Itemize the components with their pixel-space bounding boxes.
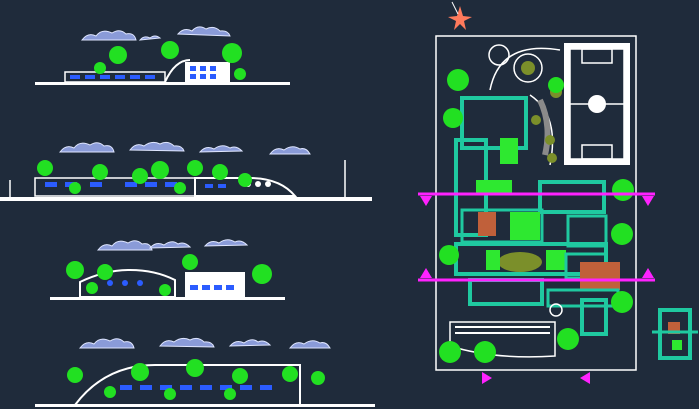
- elevation-1-roof-curve: [164, 59, 191, 83]
- cloud: [198, 145, 244, 153]
- elevation-4-trees: [67, 359, 325, 400]
- cloud: [58, 142, 115, 153]
- cloud: [138, 35, 162, 41]
- elevation-1-building-right: [185, 62, 230, 82]
- elevation-1-clouds: [80, 26, 231, 41]
- elevation-3-building-curved: [79, 268, 176, 298]
- elevation-1: [35, 26, 290, 85]
- elevation-3-clouds: [96, 239, 249, 251]
- cloud: [288, 340, 331, 349]
- elevation-4-ground-line: [35, 404, 375, 407]
- cloud: [176, 26, 231, 37]
- cloud: [159, 337, 215, 348]
- circular-plaza: [488, 44, 561, 166]
- detail-module: [652, 308, 698, 360]
- soccer-field: [564, 43, 630, 165]
- elevation-2-ground-line: [0, 197, 372, 201]
- section-arrow-icon: [482, 372, 492, 384]
- entrance-markings: [455, 326, 550, 334]
- elevation-1-ground-line: [35, 82, 290, 85]
- elevation-3-building-right: [185, 272, 245, 297]
- section-arrow-icon: [580, 372, 590, 384]
- cloud: [96, 240, 153, 251]
- section-lines: [418, 192, 655, 384]
- section-arrow-icon: [642, 268, 654, 278]
- cloud: [228, 339, 272, 347]
- elevation-4: [35, 337, 375, 407]
- cloud: [78, 338, 135, 349]
- cloud: [80, 30, 137, 41]
- elevation-2: [0, 141, 372, 201]
- elevation-1-trees: [94, 41, 246, 80]
- cloud: [148, 241, 192, 249]
- north-arrow-icon: [448, 1, 472, 30]
- elevation-2-trees: [37, 160, 252, 194]
- cloud: [268, 146, 311, 155]
- elevation-1-windows: [70, 66, 216, 79]
- elevation-4-clouds: [78, 337, 331, 349]
- elevation-3-trees: [66, 254, 272, 296]
- site-plan: [418, 1, 698, 384]
- cloud: [203, 239, 249, 247]
- section-arrow-icon: [642, 196, 654, 206]
- elevation-3: [50, 239, 285, 300]
- elevation-4-windows: [120, 385, 272, 390]
- site-boundary: [435, 35, 637, 371]
- section-arrow-icon: [420, 196, 432, 206]
- elevation-4-building: [72, 364, 301, 406]
- cloud: [129, 141, 185, 152]
- elevation-3-ground-line: [50, 297, 285, 300]
- elevation-3-portholes: [107, 280, 143, 286]
- elevation-2-clouds: [58, 141, 311, 155]
- section-arrow-icon: [420, 268, 432, 278]
- elevation-3-windows: [190, 285, 234, 290]
